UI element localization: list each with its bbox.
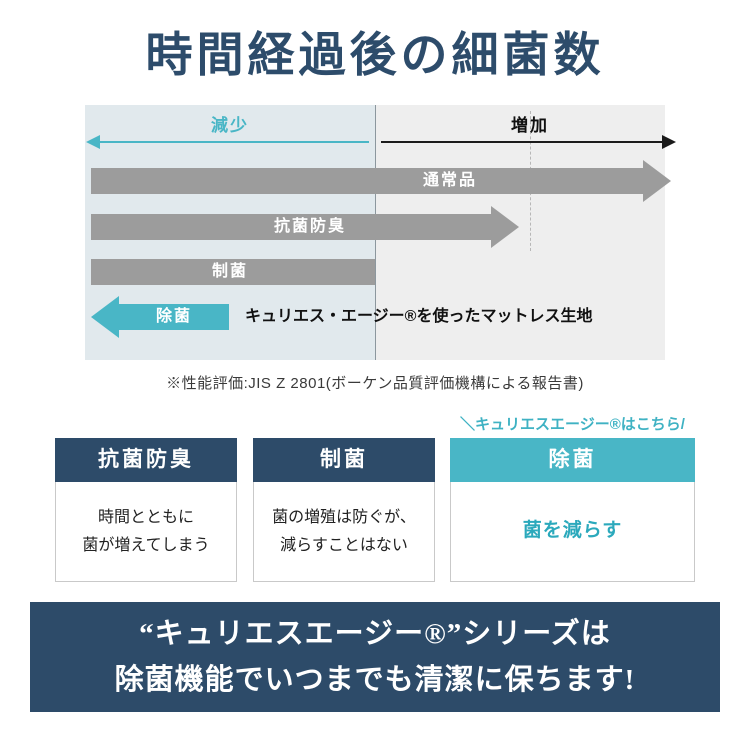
bacteriostatic-bar <box>91 259 375 285</box>
card-sterilizing: 除菌 菌を減らす <box>450 438 695 582</box>
antibacterial-bar <box>91 214 491 240</box>
performance-footnote: ※性能評価:JIS Z 2801(ボーケン品質評価機構による報告書) <box>166 375 584 392</box>
banner-line-1: “キュリエスエージー®”シリーズは <box>139 617 611 650</box>
card-sterilizing-body: 菌を減らす <box>450 482 695 582</box>
card-bacteriostatic-body: 菌の増殖は防ぐが、 減らすことはない <box>253 482 435 582</box>
card-bacteriostatic-header: 制菌 <box>253 438 435 482</box>
antibacterial-arrow-head-icon <box>491 206 519 248</box>
bottom-banner: “キュリエスエージー®”シリーズは 除菌機能でいつまでも清潔に保ちます! <box>30 602 720 712</box>
card-bacteriostatic: 制菌 菌の増殖は防ぐが、 減らすことはない <box>253 438 435 582</box>
decrease-arrow-line <box>93 141 369 143</box>
normal-product-arrow-head-icon <box>643 160 671 202</box>
card-antibacterial-body: 時間とともに 菌が増えてしまう <box>55 482 237 582</box>
sterilizing-bar <box>119 304 229 330</box>
increase-label: 増加 <box>511 116 549 135</box>
increase-arrow-head-icon <box>662 135 676 149</box>
card-antibacterial: 抗菌防臭 時間とともに 菌が増えてしまう <box>55 438 237 582</box>
normal-product-bar <box>91 168 643 194</box>
page-title: 時間経過後の細菌数 <box>145 30 605 82</box>
banner-line-2: 除菌機能でいつまでも清潔に保ちます! <box>114 664 636 696</box>
card-antibacterial-header: 抗菌防臭 <box>55 438 237 482</box>
callout-tag: ＼キュリエスエージー®はこちら/ <box>460 416 685 433</box>
product-note: キュリエス・エージー®を使ったマットレス生地 <box>245 308 593 325</box>
decrease-arrow-head-icon <box>86 135 100 149</box>
sterilizing-label: 除菌 <box>155 308 193 325</box>
bacteriostatic-label: 制菌 <box>211 263 249 280</box>
sterilizing-arrow-head-icon <box>91 296 119 338</box>
decrease-label: 減少 <box>211 116 249 135</box>
card-sterilizing-header: 除菌 <box>450 438 695 482</box>
increase-arrow-line <box>381 141 665 143</box>
bacteria-chart: 減少 増加 通常品 抗菌防臭 制菌 除菌 キュリエス・エージー®を使ったマットレ… <box>85 105 676 360</box>
normal-product-label: 通常品 <box>422 172 478 189</box>
antibacterial-label: 抗菌防臭 <box>273 218 347 235</box>
